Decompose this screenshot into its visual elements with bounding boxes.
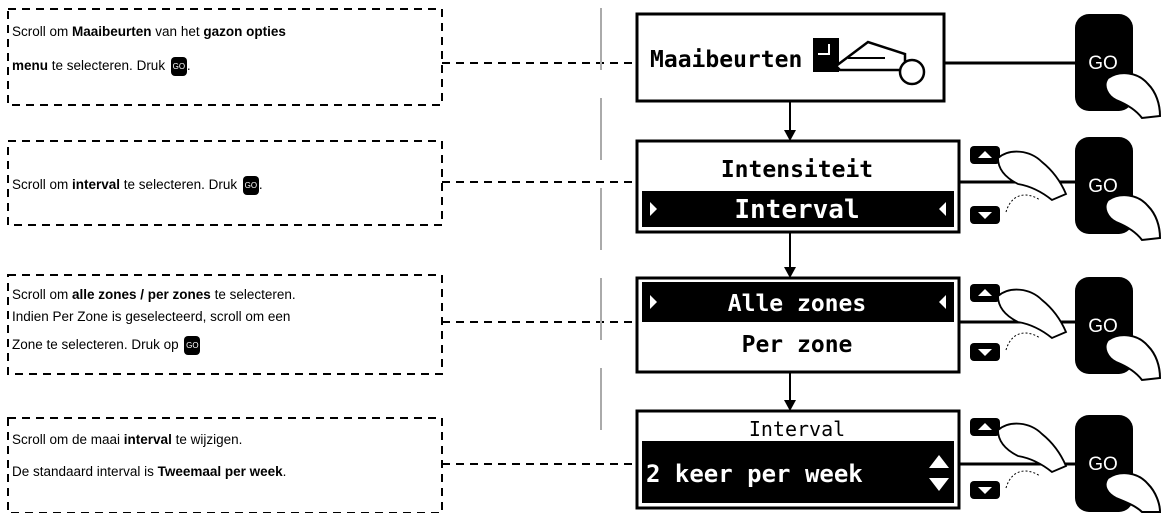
- instruction-frame-1: [7, 8, 443, 106]
- instruction-3-line2: Indien Per Zone is geselecteerd, scroll …: [12, 309, 291, 324]
- go-key-label: GO: [1088, 176, 1118, 197]
- instruction-frame-3: [7, 274, 443, 375]
- go-key-label: GO: [1088, 454, 1118, 475]
- go-key-label: GO: [1088, 53, 1118, 74]
- go-key-label: GO: [1088, 316, 1118, 337]
- go-key-icon: GO: [170, 56, 187, 76]
- instruction-2: Scroll om interval te selecteren. Druk G…: [12, 175, 440, 195]
- instruction-3-line3: Zone te selecteren. Druk op GO: [12, 335, 440, 355]
- screen-1-label: Maaibeurten: [650, 47, 802, 73]
- instruction-3-line1: Scroll om alle zones / per zones te sele…: [12, 287, 296, 302]
- screen-4-line2-value: 2 keer per week: [646, 460, 863, 488]
- instruction-4: Scroll om de maai interval te wijzigen. …: [12, 430, 440, 482]
- arrow-keys: [970, 146, 1000, 499]
- screen-4-value-bar: [642, 441, 954, 503]
- pressing-hand-icon: [997, 150, 1068, 474]
- screen-4-line1: Interval: [749, 417, 845, 441]
- screen-3-selection-bar: [642, 282, 954, 322]
- key-lines: [944, 61, 1075, 466]
- mower-icon: [813, 38, 926, 86]
- screen-3-line2: Per zone: [742, 332, 853, 358]
- instruction-frame-4: [7, 417, 443, 513]
- instruction-1-line2: menu te selecteren. Druk GO.: [12, 56, 440, 76]
- instruction-frames: [7, 8, 443, 513]
- go-key-icon: GO: [242, 175, 259, 195]
- arrow-down-key-icon: [970, 206, 1000, 499]
- screen-2-selection-bar: [642, 191, 954, 227]
- instruction-4-line2: De standaard interval is Tweemaal per we…: [12, 464, 287, 479]
- selection-markers: [650, 202, 946, 309]
- connectors: [442, 62, 636, 465]
- go-hand-icon: [1104, 72, 1162, 513]
- arrow-up-key-icon: [970, 146, 1000, 436]
- screen-2-line1: Intensiteit: [721, 157, 873, 183]
- scroll-updown-icon: [929, 455, 949, 491]
- instruction-1-line1: Scroll om Maaibeurten van het gazon opti…: [12, 24, 286, 39]
- screen-2-line2-selected: Interval: [734, 195, 859, 225]
- screen-3-line1-selected: Alle zones: [728, 291, 866, 317]
- flow-arrowheads: [784, 130, 796, 411]
- go-key-icon: GO: [184, 335, 201, 355]
- instruction-3: Scroll om alle zones / per zones te sele…: [12, 285, 440, 355]
- instruction-4-line1: Scroll om de maai interval te wijzigen.: [12, 432, 243, 447]
- instruction-2-line1: Scroll om interval te selecteren. Druk G…: [12, 175, 440, 195]
- instruction-1: Scroll om Maaibeurten van het gazon opti…: [12, 22, 440, 76]
